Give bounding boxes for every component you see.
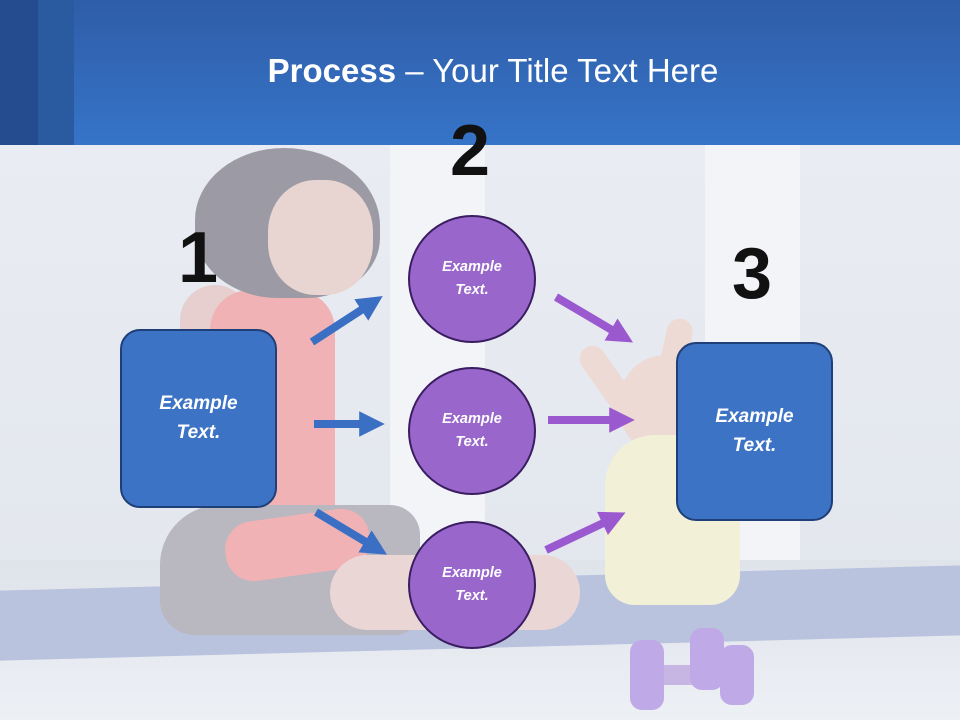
circle-top[interactable]: Example Text. [408, 215, 536, 343]
circle-bottom-line1: Example [442, 564, 502, 581]
circle-middle-line2: Text. [455, 434, 489, 450]
right-text-box[interactable]: Example Text. [676, 342, 833, 521]
title-accent [38, 0, 74, 145]
slide-title: Process – Your Title Text Here [0, 52, 960, 90]
circle-middle-line1: Example [442, 410, 502, 427]
circle-middle[interactable]: Example Text. [408, 367, 536, 495]
arrow-purple-upper [553, 293, 634, 343]
circle-top-line2: Text. [455, 282, 489, 298]
arrow-blue-down [313, 508, 387, 555]
arrow-blue-up [309, 296, 383, 346]
title-rest: – Your Title Text Here [396, 52, 719, 89]
title-accent [0, 0, 38, 145]
right-box-line1: Example [715, 406, 794, 427]
circle-top-line1: Example [442, 258, 502, 275]
woman-figure [268, 180, 373, 295]
left-box-line1: Example [159, 393, 238, 414]
circle-bottom-line2: Text. [455, 588, 489, 604]
step-number-3: 3 [732, 234, 773, 314]
title-strong: Process [267, 52, 397, 89]
right-box-line2: Text. [732, 434, 777, 456]
left-box-line2: Text. [176, 421, 221, 443]
left-text-box[interactable]: Example Text. [120, 329, 277, 508]
arrow-purple-lower [544, 511, 626, 554]
circle-bottom[interactable]: Example Text. [408, 521, 536, 649]
step-number-1: 1 [178, 218, 219, 298]
step-number-2: 2 [450, 111, 491, 191]
title-bar: Process – Your Title Text Here [0, 0, 960, 145]
dumbbell-image [630, 628, 755, 710]
